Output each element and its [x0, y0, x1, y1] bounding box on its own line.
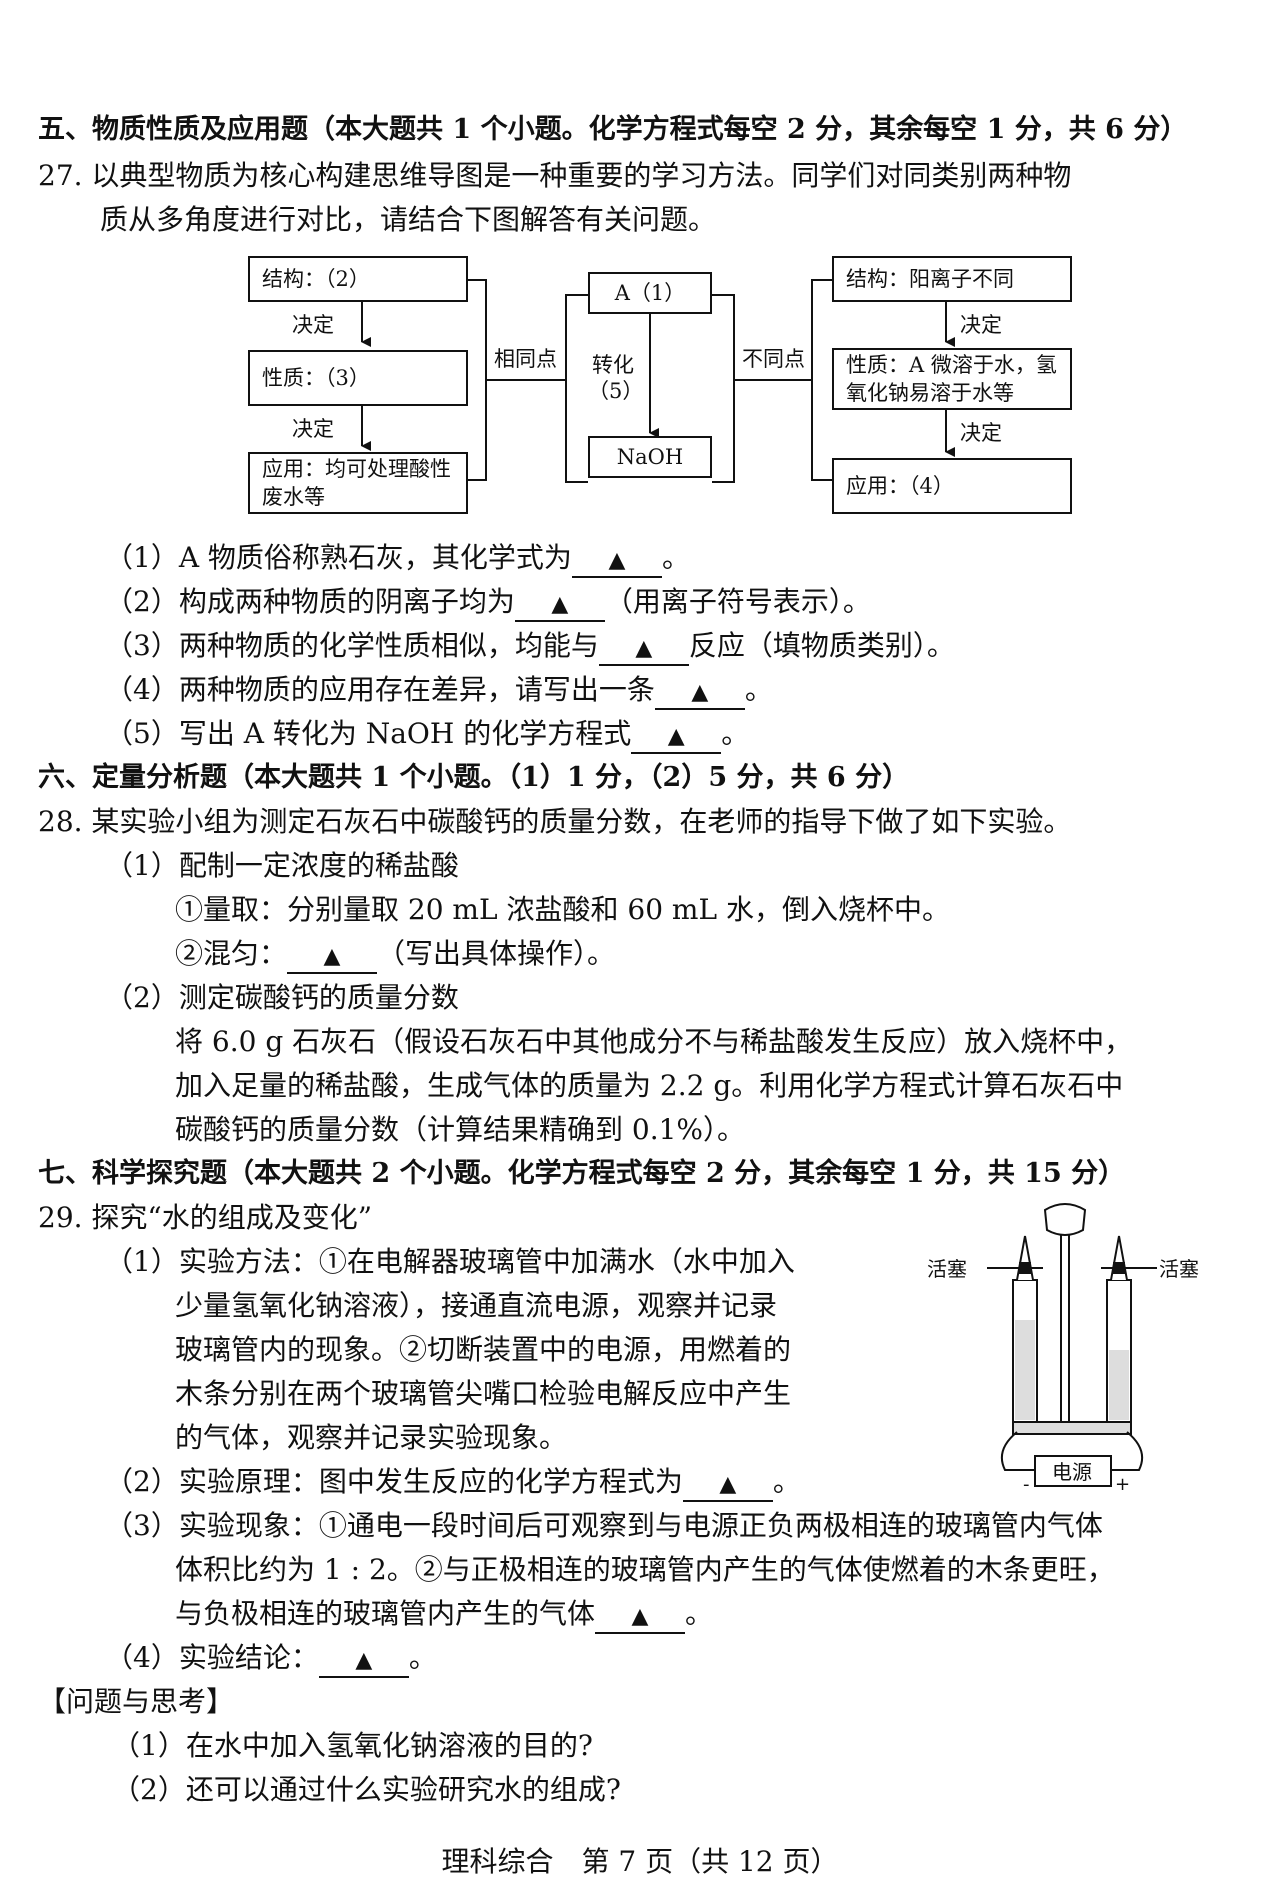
q29-conclusion: （4）实验结论：▲。 — [105, 1638, 437, 1678]
right-decide-label-2: 决定 — [960, 420, 1002, 446]
q29-stem: 29. 探究“水的组成及变化” — [38, 1201, 373, 1234]
q29-phenomenon-line3: 与负极相连的玻璃管内产生的气体▲。 — [175, 1594, 713, 1634]
q28-part2-line3: 碳酸钙的质量分数（计算结果精确到 0.1%）。 — [175, 1113, 746, 1146]
power-supply-label: 电源 — [1052, 1460, 1092, 1484]
q28-part2-line1: 将 6.0 g 石灰石（假设石灰石中其他成分不与稀盐酸发生反应）放入烧杯中， — [175, 1025, 1133, 1058]
q29-phenomenon-line2: 体积比约为 1 : 2。②与正极相连的玻璃管内产生的气体使燃着的木条更旺， — [175, 1553, 1115, 1586]
left-application-box: 应用：均可处理酸性废水等 — [248, 452, 468, 514]
electrolysis-apparatus: 活塞 活塞 电源 - + — [927, 1203, 1199, 1490]
q29-method-line5: 的气体，观察并记录实验现象。 — [175, 1421, 568, 1454]
q29-method-line3: 玻璃管内的现象。②切断装置中的电源，用燃着的 — [175, 1333, 792, 1366]
answer-blank[interactable]: ▲ — [571, 543, 662, 578]
q27-sub-5: （5）写出 A 转化为 NaOH 的化学方程式▲。 — [105, 714, 749, 754]
q28-part1-step2: ②混匀：▲（写出具体操作）。 — [175, 934, 615, 974]
q27-stem-line2: 质从多角度进行对比，请结合下图解答有关问题。 — [100, 203, 717, 236]
right-property-box: 性质：A 微溶于水，氢氧化钠易溶于水等 — [832, 348, 1072, 410]
q28-part1-step1: ①量取：分别量取 20 mL 浓盐酸和 60 mL 水，倒入烧杯中。 — [175, 893, 950, 926]
negative-terminal: - — [1023, 1474, 1030, 1490]
section-7-title: 七、科学探究题（本大题共 2 个小题。化学方程式每空 2 分，其余每空 1 分，… — [38, 1158, 1126, 1189]
answer-blank[interactable]: ▲ — [318, 1643, 409, 1678]
q29-phenomenon-line1: （3）实验现象：①通电一段时间后可观察到与电源正负两极相连的玻璃管内气体 — [105, 1509, 1103, 1542]
same-point-label: 相同点 — [494, 346, 557, 372]
q27-sub-2: （2）构成两种物质的阴离子均为▲（用离子符号表示）。 — [105, 582, 871, 622]
answer-blank[interactable]: ▲ — [631, 719, 722, 754]
answer-blank[interactable]: ▲ — [514, 587, 605, 622]
think-question-1: （1）在水中加入氢氧化钠溶液的目的? — [112, 1729, 593, 1762]
q27-stem-line1: 27. 以典型物质为核心构建思维导图是一种重要的学习方法。同学们对同类别两种物 — [38, 159, 1072, 192]
answer-blank[interactable]: ▲ — [595, 1599, 686, 1634]
left-property-box: 性质：（3） — [248, 350, 468, 406]
valve-label-right: 活塞 — [1159, 1257, 1199, 1281]
conversion-label: 转化（5） — [588, 352, 644, 404]
q29-principle: （2）实验原理：图中发生反应的化学方程式为▲。 — [105, 1462, 801, 1502]
center-naoh-box: NaOH — [588, 436, 712, 478]
q27-sub-4: （4）两种物质的应用存在差异，请写出一条▲。 — [105, 670, 773, 710]
positive-terminal: + — [1115, 1474, 1130, 1490]
q29-method-line2: 少量氢氧化钠溶液），接通直流电源，观察并记录 — [175, 1289, 778, 1322]
section-5-title: 五、物质性质及应用题（本大题共 1 个小题。化学方程式每空 2 分，其余每空 1… — [38, 114, 1188, 145]
think-question-2: （2）还可以通过什么实验研究水的组成? — [112, 1773, 621, 1806]
difference-label: 不同点 — [742, 346, 805, 372]
think-title: 【问题与思考】 — [38, 1685, 235, 1718]
q29-method-line1: （1）实验方法：①在电解器玻璃管中加满水（水中加入 — [105, 1245, 795, 1278]
q29-method-line4: 木条分别在两个玻璃管尖嘴口检验电解反应中产生 — [175, 1377, 792, 1410]
left-decide-label-1: 决定 — [292, 312, 334, 338]
q28-part1: （1）配制一定浓度的稀盐酸 — [105, 849, 459, 882]
q27-sub-3: （3）两种物质的化学性质相似，均能与▲反应（填物质类别）。 — [105, 626, 955, 666]
right-structure-box: 结构：阳离子不同 — [832, 256, 1072, 302]
answer-blank[interactable]: ▲ — [654, 675, 745, 710]
center-a-box: A（1） — [588, 272, 712, 314]
answer-blank[interactable]: ▲ — [287, 939, 378, 974]
valve-label-left: 活塞 — [927, 1257, 967, 1281]
answer-blank[interactable]: ▲ — [682, 1467, 773, 1502]
section-6-title: 六、定量分析题（本大题共 1 个小题。（1）1 分，（2）5 分，共 6 分） — [38, 762, 910, 793]
q27-sub-1: （1）A 物质俗称熟石灰，其化学式为▲。 — [105, 538, 690, 578]
right-decide-label-1: 决定 — [960, 312, 1002, 338]
left-structure-box: 结构：（2） — [248, 256, 468, 302]
page-footer: 理科综合 第 7 页（共 12 页） — [441, 1845, 839, 1878]
answer-blank[interactable]: ▲ — [598, 631, 689, 666]
right-application-box: 应用：（4） — [832, 458, 1072, 514]
left-decide-label-2: 决定 — [292, 416, 334, 442]
q28-part2: （2）测定碳酸钙的质量分数 — [105, 981, 459, 1014]
q28-part2-line2: 加入足量的稀盐酸，生成气体的质量为 2.2 g。利用化学方程式计算石灰石中 — [175, 1069, 1124, 1102]
q28-stem: 28. 某实验小组为测定石灰石中碳酸钙的质量分数，在老师的指导下做了如下实验。 — [38, 805, 1072, 838]
